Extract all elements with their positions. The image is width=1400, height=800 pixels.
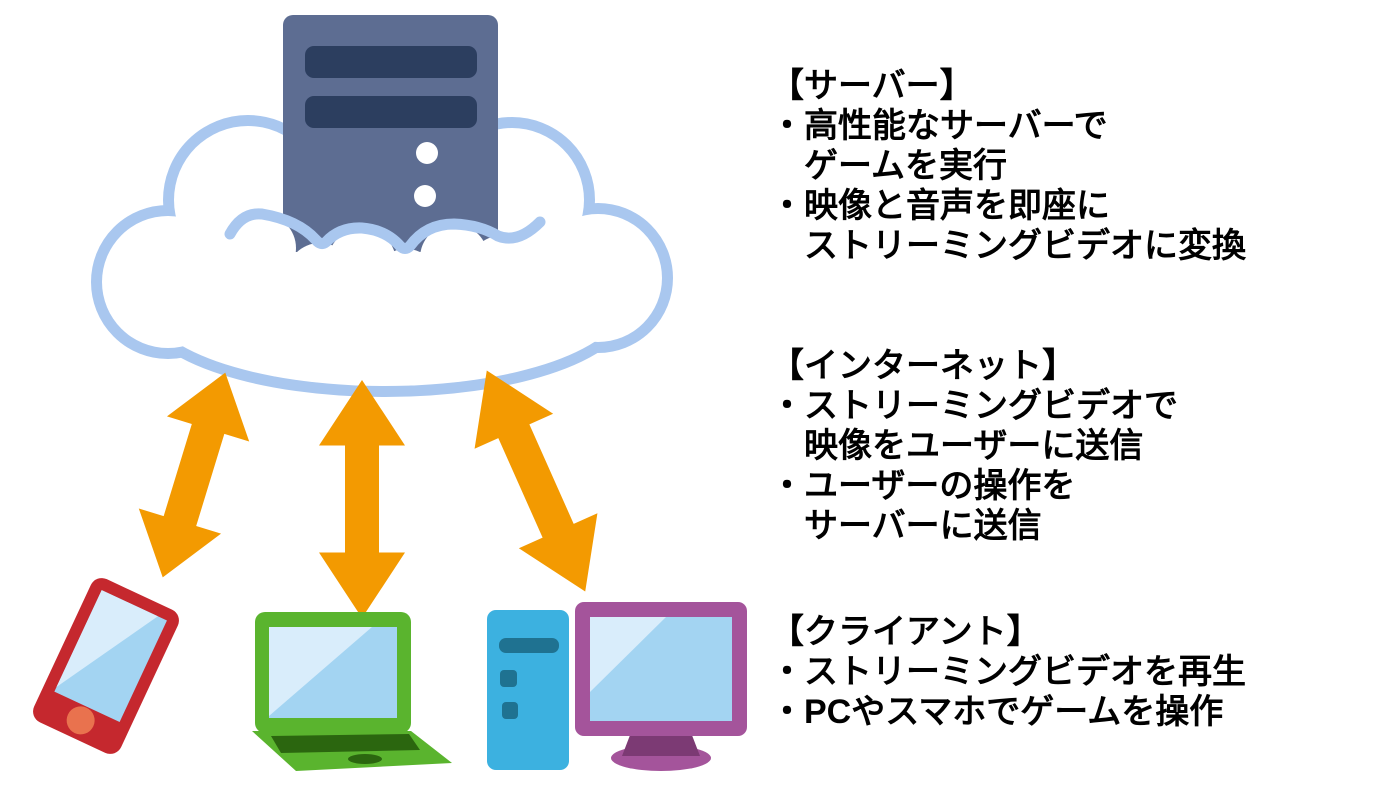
section-client-title: 【クライアント】 <box>770 613 1041 651</box>
section-internet-line-3: ・ユーザーの操作を <box>770 467 1076 505</box>
desktop-button-top <box>500 670 517 687</box>
desktop-tower-icon <box>487 610 569 770</box>
diagram-illustration <box>33 15 747 771</box>
section-client-line-2: ・PCやスマホでゲームを操作 <box>770 693 1224 731</box>
section-internet-line-1: ・ストリーミングビデオで <box>770 387 1178 425</box>
section-server-line-3: ・映像と音声を即座に <box>770 187 1110 225</box>
desktop-drive-slot <box>499 638 559 653</box>
desktop-button-bottom <box>502 702 518 719</box>
server-led-top <box>416 142 438 164</box>
smartphone-home-button <box>66 706 95 735</box>
section-internet-line-4: サーバーに送信 <box>770 507 1042 545</box>
section-server-title: 【サーバー】 <box>770 67 974 105</box>
section-internet-line-2: 映像をユーザーに送信 <box>770 427 1144 465</box>
section-server-line-1: ・高性能なサーバーで <box>770 107 1108 145</box>
server-slot-bottom <box>305 96 477 128</box>
section-client-line-1: ・ストリーミングビデオを再生 <box>770 653 1246 691</box>
section-server-line-4: ストリーミングビデオに変換 <box>770 227 1246 265</box>
laptop-touchpad <box>348 754 382 764</box>
smartphone-icon <box>33 578 179 754</box>
section-server: 【サーバー】 ・高性能なサーバーで ゲームを実行 ・映像と音声を即座に ストリー… <box>770 66 1246 266</box>
section-server-line-2: ゲームを実行 <box>770 147 1007 185</box>
section-internet-title: 【インターネット】 <box>770 347 1076 385</box>
section-client: 【クライアント】 ・ストリーミングビデオを再生 ・PCやスマホでゲームを操作 <box>770 612 1246 732</box>
cloud-front-bumps <box>200 208 546 318</box>
server-slot-top <box>305 46 477 78</box>
monitor-icon <box>575 602 747 771</box>
server-led-bottom <box>414 185 436 207</box>
laptop-keyboard <box>271 734 420 753</box>
section-internet: 【インターネット】 ・ストリーミングビデオで 映像をユーザーに送信 ・ユーザーの… <box>770 346 1178 546</box>
server-icon <box>283 15 498 252</box>
monitor-stand <box>622 730 700 756</box>
laptop-icon <box>252 612 452 771</box>
